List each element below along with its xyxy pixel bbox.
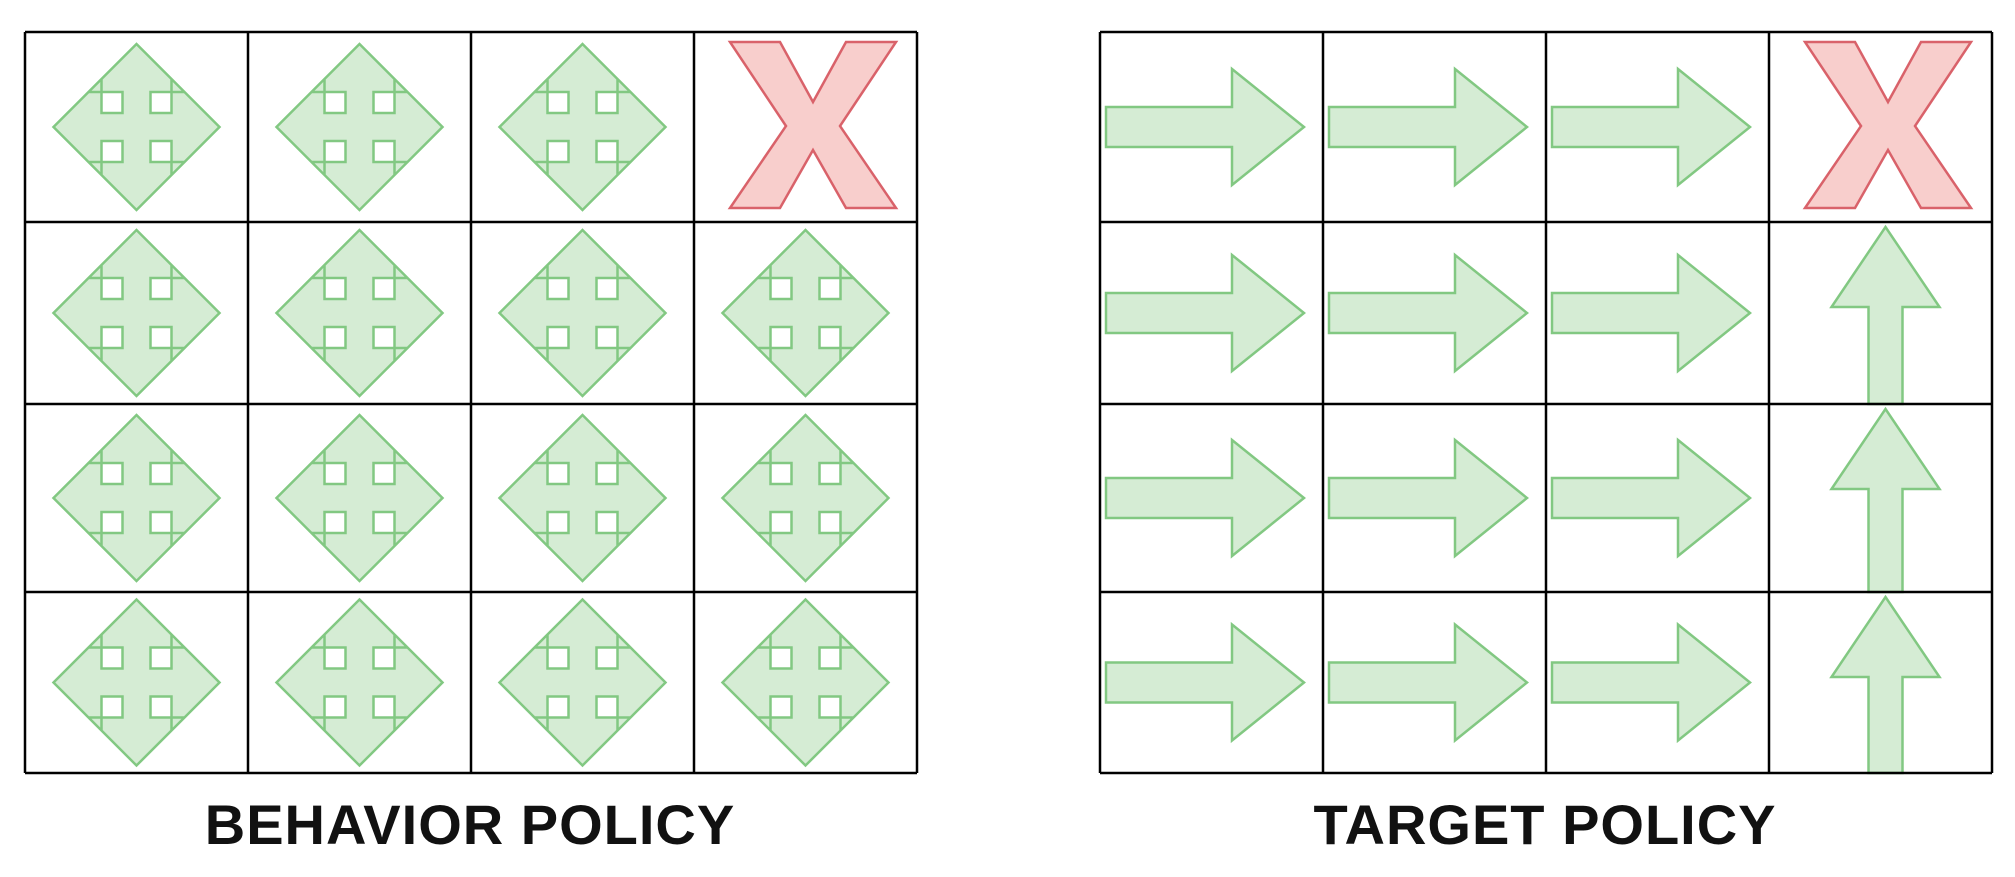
four-way-arrow-icon xyxy=(274,228,445,398)
right-arrow-icon xyxy=(1550,437,1752,559)
right-arrow-icon xyxy=(1550,621,1752,744)
grid-lines xyxy=(23,30,919,775)
four-way-arrow-icon xyxy=(274,413,445,583)
up-arrow-icon xyxy=(1829,224,1942,406)
right-arrow-icon xyxy=(1327,437,1529,559)
right-arrow-icon xyxy=(1550,252,1752,374)
four-way-arrow-icon xyxy=(51,413,222,583)
four-way-arrow-icon xyxy=(720,597,891,768)
four-way-arrow-icon xyxy=(51,597,222,768)
x-mark-icon xyxy=(727,40,899,210)
up-arrow-icon xyxy=(1829,594,1942,775)
right-arrow-icon xyxy=(1327,252,1529,374)
target-policy-caption: TARGET POLICY xyxy=(1313,793,1777,856)
four-way-arrow-icon xyxy=(274,42,445,212)
four-way-arrow-icon xyxy=(720,413,891,583)
four-way-arrow-icon xyxy=(497,597,668,768)
right-arrow-icon xyxy=(1104,437,1306,559)
right-arrow-icon xyxy=(1327,66,1529,188)
up-arrow-icon xyxy=(1829,406,1942,594)
target-policy-panel: TARGET POLICY xyxy=(1075,0,2015,877)
target-policy-grid xyxy=(1098,30,1994,775)
right-arrow-icon xyxy=(1327,621,1529,744)
behavior-policy-grid xyxy=(23,30,919,775)
four-way-arrow-icon xyxy=(497,413,668,583)
four-way-arrow-icon xyxy=(497,42,668,212)
right-arrow-icon xyxy=(1104,252,1306,374)
right-arrow-icon xyxy=(1104,621,1306,744)
four-way-arrow-icon xyxy=(497,228,668,398)
four-way-arrow-icon xyxy=(274,597,445,768)
policy-icons xyxy=(1104,40,1974,775)
x-mark-icon xyxy=(1802,40,1974,210)
four-way-arrow-icon xyxy=(720,228,891,398)
right-arrow-icon xyxy=(1550,66,1752,188)
policy-icons xyxy=(51,40,899,768)
right-arrow-icon xyxy=(1104,66,1306,188)
behavior-policy-panel: BEHAVIOR POLICY xyxy=(0,0,940,877)
behavior-policy-caption: BEHAVIOR POLICY xyxy=(204,793,736,856)
grid-lines xyxy=(1098,30,1994,775)
four-way-arrow-icon xyxy=(51,42,222,212)
four-way-arrow-icon xyxy=(51,228,222,398)
